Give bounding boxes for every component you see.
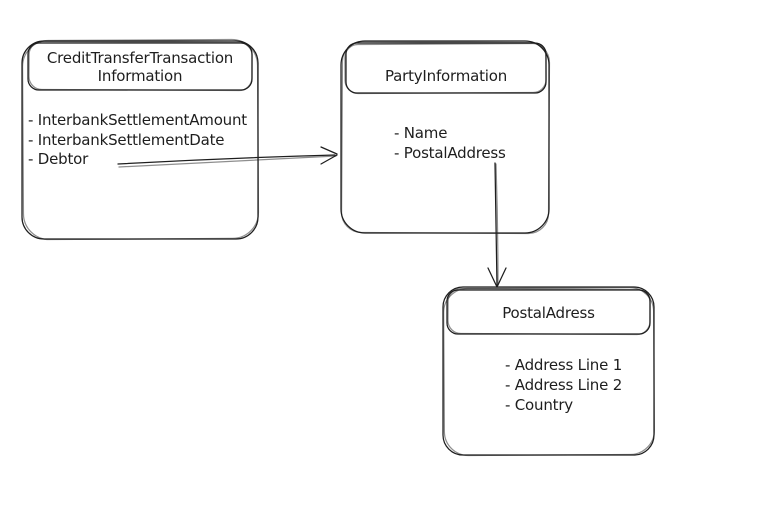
- entity-credit-transfer-transaction-information[interactable]: CreditTransferTransaction Information - …: [22, 41, 258, 239]
- attribute-item: - InterbankSettlementDate: [28, 130, 225, 149]
- entity-box-party-information[interactable]: [340, 40, 551, 235]
- arrow-shaft-sketch: [118, 155, 337, 168]
- arrowhead-lower-barb: [320, 154, 338, 165]
- entity-title: PostalAdress: [502, 304, 595, 322]
- entity-party-information[interactable]: PartyInformation - Name - PostalAddress: [341, 41, 549, 233]
- entity-postal-adress[interactable]: PostalAdress - Address Line 1 - Address …: [443, 287, 654, 455]
- arrowhead-right-barb: [496, 267, 507, 288]
- entity-attribute-list: - InterbankSettlementAmount - InterbankS…: [28, 111, 247, 170]
- attribute-item: - InterbankSettlementAmount: [28, 111, 247, 129]
- arrow-shaft-sketch: [495, 163, 499, 286]
- arrow-postal-address-to-postal-adress[interactable]: [487, 162, 507, 288]
- entity-title: CreditTransferTransaction Information: [46, 49, 234, 85]
- arrow-debtor-to-party-information[interactable]: [117, 146, 338, 168]
- attribute-item: - Address Line 2: [505, 376, 623, 394]
- entity-header-outline-sketch: [28, 40, 253, 92]
- attribute-item: - Country: [505, 396, 573, 414]
- entity-outline-sketch: [443, 286, 655, 457]
- attribute-item: - PostalAddress: [394, 143, 506, 162]
- attribute-item: - Address Line 1: [505, 356, 623, 374]
- attribute-item: - Debtor: [28, 150, 89, 168]
- arrowhead-upper-barb: [320, 146, 338, 155]
- entity-title: PartyInformation: [384, 67, 508, 85]
- entity-box-postal-adress[interactable]: [442, 286, 655, 457]
- arrow-shaft: [117, 154, 336, 165]
- entity-header-outline-sketch: [344, 42, 547, 95]
- entity-attribute-list: - Name - PostalAddress: [394, 124, 506, 163]
- attribute-item: - Name: [394, 124, 448, 142]
- arrowhead-left-barb: [487, 267, 498, 288]
- entity-box-credit-transfer-transaction-information[interactable]: [21, 38, 260, 241]
- entity-outline-sketch: [21, 38, 260, 241]
- arrow-shaft: [494, 162, 498, 287]
- entity-outline-sketch: [340, 40, 551, 235]
- entity-attribute-list: - Address Line 1 - Address Line 2 - Coun…: [505, 355, 622, 415]
- entity-header-outline-sketch: [447, 287, 651, 336]
